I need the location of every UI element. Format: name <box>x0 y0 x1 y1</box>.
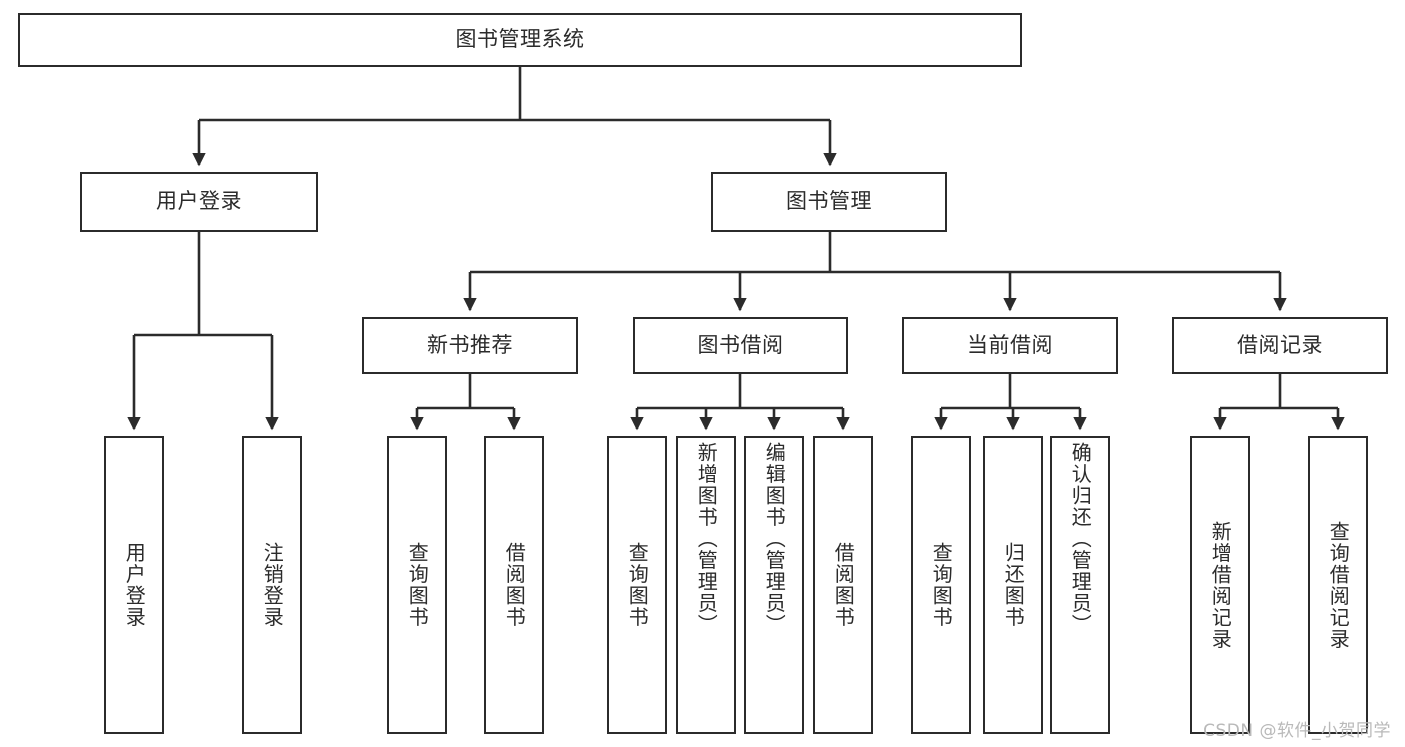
leaf-user-login[interactable]: 用户登录 <box>104 436 164 734</box>
leaf-edit-book-admin-label: 编辑图书（管理员） <box>762 442 787 636</box>
node-root-label: 图书管理系统 <box>455 27 585 52</box>
leaf-query-book-bb-label: 查询图书 <box>625 542 650 628</box>
leaf-query-book-nbr[interactable]: 查询图书 <box>387 436 447 734</box>
leaf-add-borrow-record[interactable]: 新增借阅记录 <box>1190 436 1250 734</box>
leaf-confirm-return-admin[interactable]: 确认归还（管理员） <box>1050 436 1110 734</box>
leaf-confirm-return-admin-label: 确认归还（管理员） <box>1068 442 1093 636</box>
node-root[interactable]: 图书管理系统 <box>18 13 1022 67</box>
leaf-return-book[interactable]: 归还图书 <box>983 436 1043 734</box>
leaf-logout-label: 注销登录 <box>260 542 285 628</box>
leaf-edit-book-admin[interactable]: 编辑图书（管理员） <box>744 436 804 734</box>
node-book-manage-label: 图书管理 <box>786 189 872 214</box>
leaf-borrow-book-bb[interactable]: 借阅图书 <box>813 436 873 734</box>
node-book-manage[interactable]: 图书管理 <box>711 172 947 232</box>
leaf-logout[interactable]: 注销登录 <box>242 436 302 734</box>
leaf-query-borrow-record[interactable]: 查询借阅记录 <box>1308 436 1368 734</box>
node-book-borrow-label: 图书借阅 <box>697 332 784 357</box>
node-book-borrow[interactable]: 图书借阅 <box>633 317 848 374</box>
leaf-user-login-label: 用户登录 <box>122 542 147 628</box>
leaf-query-borrow-record-label: 查询借阅记录 <box>1326 520 1351 650</box>
node-borrow-record-label: 借阅记录 <box>1237 332 1323 357</box>
leaf-query-book-cb[interactable]: 查询图书 <box>911 436 971 734</box>
leaf-add-borrow-record-label: 新增借阅记录 <box>1208 520 1233 650</box>
leaf-query-book-nbr-label: 查询图书 <box>405 542 430 628</box>
leaf-query-book-cb-label: 查询图书 <box>929 542 954 628</box>
leaf-add-book-admin-label: 新增图书（管理员） <box>694 442 719 636</box>
leaf-borrow-book-bb-label: 借阅图书 <box>831 542 856 628</box>
node-user-login[interactable]: 用户登录 <box>80 172 318 232</box>
node-user-login-label: 用户登录 <box>156 189 242 214</box>
leaf-borrow-book-nbr[interactable]: 借阅图书 <box>484 436 544 734</box>
node-new-book-recommend-label: 新书推荐 <box>427 332 513 357</box>
node-current-borrow[interactable]: 当前借阅 <box>902 317 1118 374</box>
node-borrow-record[interactable]: 借阅记录 <box>1172 317 1388 374</box>
node-new-book-recommend[interactable]: 新书推荐 <box>362 317 578 374</box>
leaf-query-book-bb[interactable]: 查询图书 <box>607 436 667 734</box>
leaf-borrow-book-nbr-label: 借阅图书 <box>502 542 527 628</box>
leaf-add-book-admin[interactable]: 新增图书（管理员） <box>676 436 736 734</box>
node-current-borrow-label: 当前借阅 <box>967 332 1053 357</box>
leaf-return-book-label: 归还图书 <box>1001 542 1026 628</box>
